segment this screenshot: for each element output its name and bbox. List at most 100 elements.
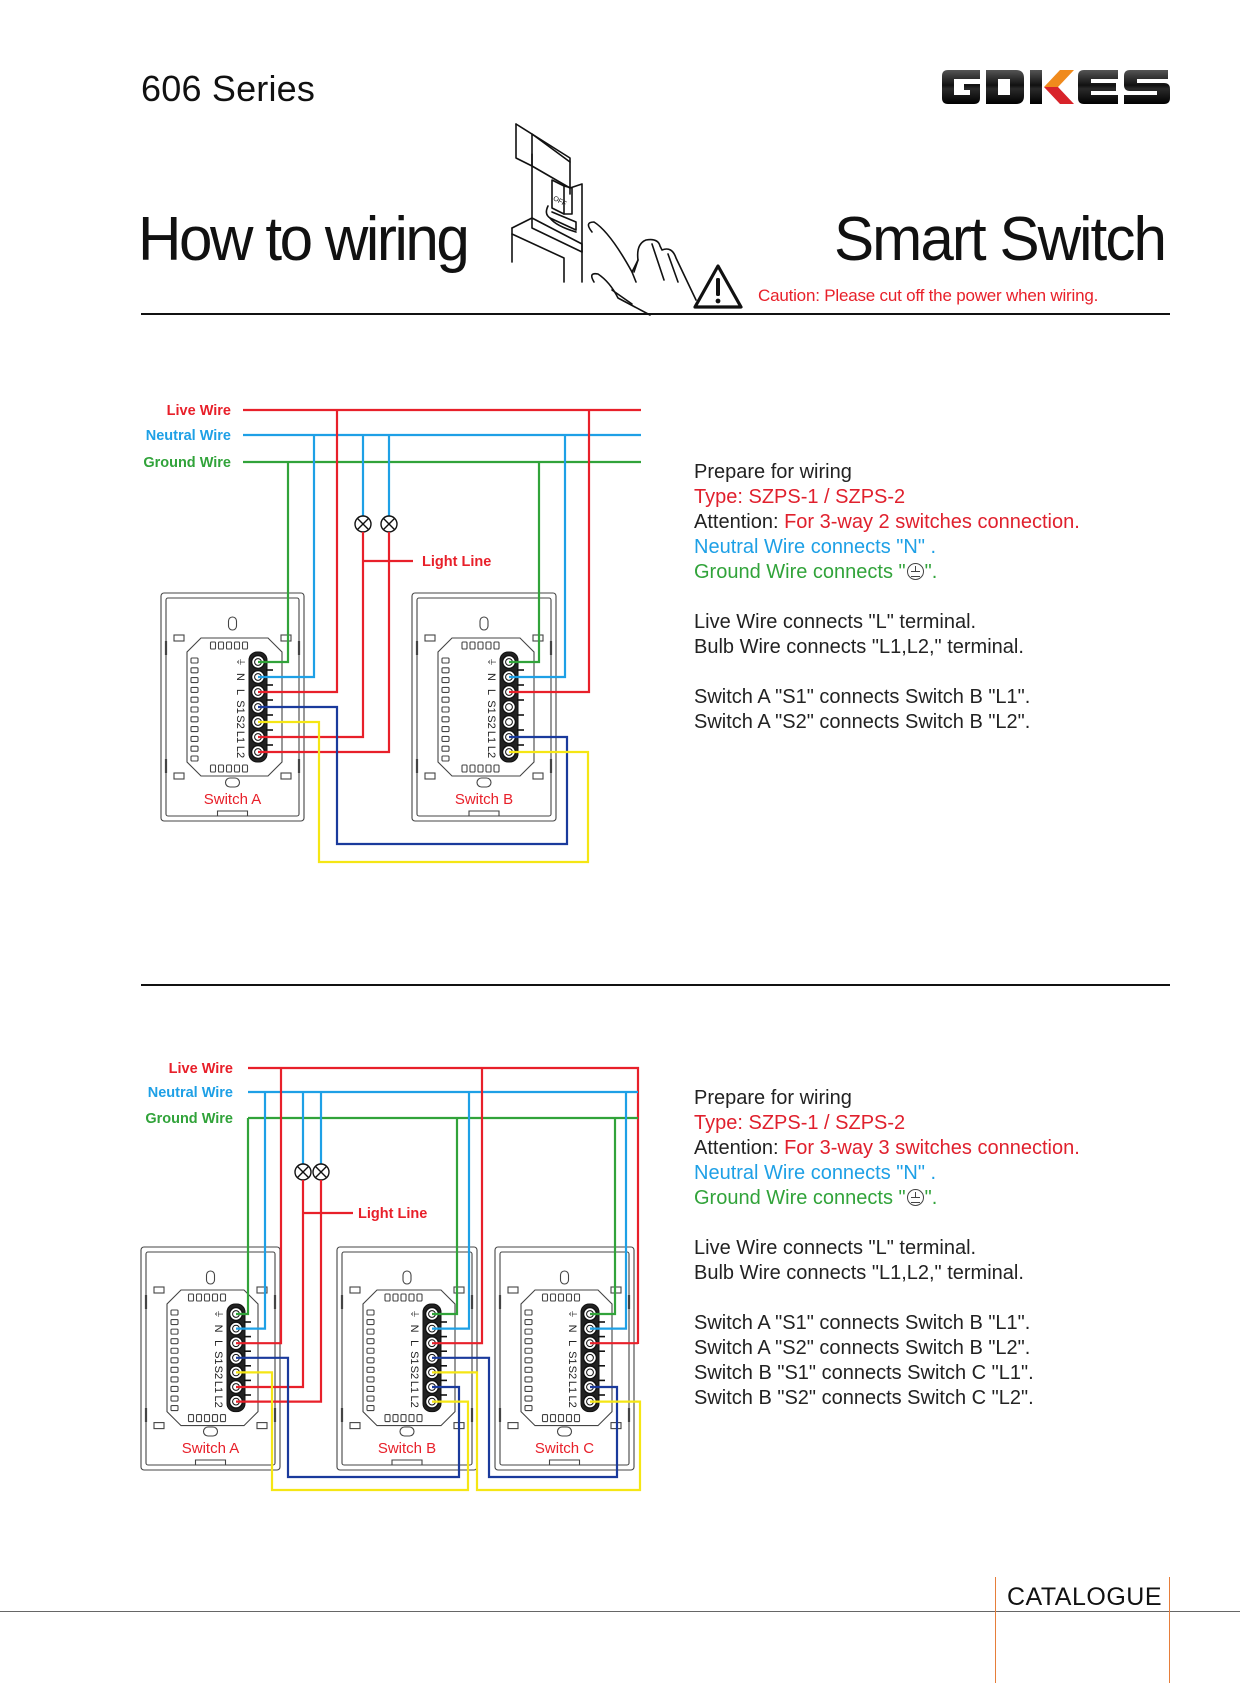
- terminal-label: ⏚: [410, 1309, 420, 1318]
- neutral-wire-switch-c: [590, 1092, 628, 1330]
- terminal-label: ⏚: [214, 1309, 224, 1318]
- switch-label: Switch B: [378, 1440, 436, 1457]
- terminal-label: S1: [212, 1351, 224, 1364]
- neutral-wire-label: Neutral Wire: [148, 1085, 233, 1101]
- ground-instruction-text: Ground Wire connects ": [694, 1187, 906, 1209]
- link-instruction: Switch B "S2" connects Switch C "L2".: [694, 1387, 1034, 1409]
- light-line-label: Light Line: [358, 1206, 427, 1222]
- product-type: Type: SZPS-1 / SZPS-2: [694, 486, 906, 508]
- hand-turning-off-breaker-icon: OFF: [511, 123, 697, 316]
- terminal-label: L: [234, 689, 246, 695]
- light-line-l1: [258, 532, 365, 739]
- neutral-instruction: Neutral Wire connects "N" .: [694, 536, 937, 558]
- page-title-right: Smart Switch: [834, 205, 1167, 274]
- logo-k-accent-bottom: [1044, 87, 1074, 104]
- ground-wire-label: Ground Wire: [145, 1111, 233, 1127]
- neutral-wire-switch-b: [509, 435, 567, 679]
- switch-label: Switch A: [182, 1440, 240, 1457]
- logo-letter-s: [1124, 70, 1170, 104]
- terminal-label: ⏚: [236, 657, 246, 666]
- wiring-instructions-3-switches: Prepare for wiring Type: SZPS-1 / SZPS-2…: [694, 1086, 1080, 1411]
- terminal-label: S1: [408, 1351, 420, 1364]
- neutral-wire-switch-a: [258, 435, 316, 679]
- page-title-left: How to wiring: [138, 205, 470, 274]
- lamp-icon: [380, 515, 398, 533]
- terminal-label: L2: [234, 746, 246, 758]
- header-divider: [141, 313, 1170, 315]
- bulb-instruction: Bulb Wire connects "L1,L2," terminal.: [694, 1262, 1024, 1284]
- bulb-instruction: Bulb Wire connects "L1,L2," terminal.: [694, 636, 1024, 658]
- switch-label: Switch C: [535, 1440, 594, 1457]
- terminal-label: N: [408, 1325, 420, 1333]
- terminal-label: L1: [234, 731, 246, 743]
- brand-logo: [942, 70, 1170, 104]
- live-wire-bus: [248, 1066, 640, 1344]
- traveler-a-s1-to-b-l1: [236, 1356, 461, 1479]
- ground-symbol-icon: [906, 1189, 924, 1206]
- traveler-a-s2-to-b-l2: [236, 1371, 470, 1492]
- wiring-instructions-2-switches: Prepare for wiring Type: SZPS-1 / SZPS-2…: [694, 460, 1080, 735]
- terminal-label: N: [234, 673, 246, 681]
- ground-instruction: Ground Wire connects " ".: [694, 560, 1080, 585]
- instructions-heading: Prepare for wiring: [694, 461, 852, 483]
- link-instruction: Switch A "S2" connects Switch B "L2".: [694, 711, 1031, 733]
- terminal-label: S1: [234, 700, 246, 713]
- neutral-wire-switch-a: [236, 1092, 267, 1330]
- ground-wire-switch-a: [258, 462, 290, 664]
- logo-letter-e: [1078, 70, 1118, 104]
- breaker-off-label: OFF: [552, 195, 568, 208]
- live-wire-label: Live Wire: [167, 403, 231, 419]
- link-instruction: Switch A "S1" connects Switch B "L1".: [694, 686, 1031, 708]
- attention-text: For 3-way 2 switches connection.: [784, 511, 1080, 533]
- ground-instruction: Ground Wire connects "".: [694, 1186, 1080, 1211]
- traveler-s2-to-l2: [258, 720, 590, 864]
- footer-divider: [0, 1611, 1240, 1612]
- terminal-label: L1: [408, 1381, 420, 1393]
- logo-k-accent-top: [1044, 70, 1074, 87]
- terminal-label: L2: [212, 1395, 224, 1407]
- live-instruction: Live Wire connects "L" terminal.: [694, 611, 977, 633]
- section-divider: [141, 984, 1170, 986]
- terminal-label: L1: [485, 731, 497, 743]
- neutral-instruction: Neutral Wire connects "N" .: [694, 1162, 937, 1184]
- attention-text: For 3-way 3 switches connection.: [784, 1137, 1080, 1159]
- terminal-label: ⏚: [568, 1309, 578, 1318]
- terminal-label: S2: [485, 715, 497, 728]
- caution-text: Caution: Please cut off the power when w…: [758, 286, 1099, 305]
- neutral-wire-switch-b: [432, 1092, 471, 1330]
- ground-wire-switch-c: [590, 1118, 617, 1316]
- live-wire-switch-a: [236, 1068, 283, 1345]
- logo-letter-k-stem: [1030, 70, 1042, 104]
- traveler-b-s2-to-c-l2: [432, 1371, 642, 1492]
- terminal-label: L: [212, 1340, 224, 1346]
- link-instruction: Switch A "S2" connects Switch B "L2".: [694, 1337, 1031, 1359]
- light-line-label: Light Line: [422, 554, 491, 570]
- series-title: 606 Series: [141, 68, 316, 109]
- instructions-heading: Prepare for wiring: [694, 1087, 852, 1109]
- logo-letter-g: [942, 70, 980, 104]
- ground-instruction-text: Ground Wire connects ": [694, 561, 906, 583]
- terminal-label: N: [485, 673, 497, 681]
- attention-label: Attention:: [694, 511, 785, 533]
- ground-wire-switch-a: [236, 1118, 250, 1316]
- terminal-label: ⏚: [487, 657, 497, 666]
- terminal-label: L1: [212, 1381, 224, 1393]
- neutral-wire-label: Neutral Wire: [146, 428, 231, 444]
- ground-instruction-suffix: ".: [924, 561, 938, 583]
- lamp-icon: [354, 515, 372, 533]
- warning-triangle-icon: [693, 264, 743, 309]
- light-line-l1: [236, 1180, 305, 1389]
- terminal-label: L1: [566, 1381, 578, 1393]
- traveler-b-s1-to-c-l1: [432, 1356, 619, 1479]
- terminal-label: S2: [408, 1366, 420, 1379]
- catalogue-label: CATALOGUE: [1007, 1583, 1162, 1611]
- ground-wire-switch-b: [432, 1118, 459, 1316]
- traveler-s1-to-l1: [258, 705, 569, 846]
- lamp-icon: [312, 1163, 330, 1181]
- light-line-l2: [258, 532, 391, 754]
- ground-symbol-icon: [906, 563, 924, 580]
- live-wire-switch-b: [509, 410, 591, 694]
